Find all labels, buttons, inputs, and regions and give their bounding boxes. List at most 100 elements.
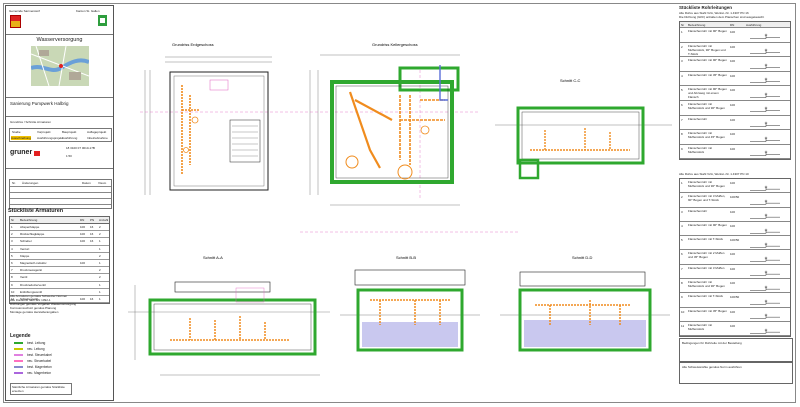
- table-cell: 100: [730, 146, 736, 151]
- pipe-sketch-icon: [746, 74, 786, 85]
- pipe-sketch-icon: [746, 118, 786, 129]
- table-cell: 100: [730, 223, 736, 228]
- table-cell: 1: [681, 30, 683, 34]
- pipe-sketch-icon: [746, 181, 786, 191]
- pipe-sketch-icon: [746, 252, 786, 262]
- table-cell: 4: [681, 223, 683, 228]
- table-cell: 100: [730, 209, 736, 214]
- legend-swatch: [14, 360, 23, 363]
- firm-logo-mark-icon: [34, 151, 40, 156]
- legend-swatch: [14, 342, 23, 345]
- pipe-parts-sub3: Alle Rohre aus Stahl V2A, Werkst.-Nr. 1.…: [679, 172, 749, 176]
- table-cell: Flanschenrohr mit 90° Bogen: [688, 222, 727, 227]
- pipe-sketch-icon: [746, 30, 786, 41]
- table-cell: Flanschenrohr mit T-Stück: [688, 237, 723, 242]
- section-lines: [140, 70, 520, 233]
- stage-table: Studie Vorprojekt Bauprojekt Auflageproj…: [9, 128, 112, 142]
- section-dd-title: Schnitt D-D: [572, 255, 593, 260]
- table-cell: 16: [90, 239, 94, 244]
- table-cell: Rückschlagklappe: [20, 232, 45, 237]
- table-cell: Flanschenrohr mit 3 Muffen: [688, 265, 725, 270]
- table-cell: Flanschenrohr mit Muffenstück und 45° Bo…: [688, 131, 725, 140]
- table-cell: 1: [11, 225, 13, 229]
- table-cell: 100: [730, 266, 736, 271]
- table-cell: 100: [80, 239, 86, 244]
- pipe-sketch-icon: [746, 59, 786, 70]
- firm-logo: gruner: [10, 149, 33, 156]
- table-cell: Flanschenrohr mit 90° Bogen und Abzweig …: [688, 87, 727, 100]
- section-aa: Schnitt A-A: [128, 255, 330, 356]
- table-cell: 3: [681, 59, 683, 64]
- table-cell: 100: [730, 59, 736, 64]
- table-cell: 100: [730, 281, 736, 286]
- pipe-sketch-icon: [746, 195, 786, 205]
- table-cell: 2: [681, 44, 683, 49]
- table-cell: 11: [11, 296, 15, 301]
- table-cell: Schiebeventil: [20, 296, 38, 301]
- pipe-sketch-icon: [746, 132, 786, 143]
- municipality-label: Gemeinde Sarmenstorf: [9, 9, 41, 13]
- table-cell: 2: [11, 232, 13, 237]
- table-cell: Druckmessgerät: [20, 268, 42, 273]
- table-cell: Entlüftungsventil: [20, 289, 43, 294]
- note-line: Dichtungen gemäss Vorgaben Wasserversorg…: [10, 302, 77, 306]
- table-cell: 6: [681, 102, 683, 107]
- legend-label: neu. Magerbeton: [27, 371, 52, 375]
- pipe-parts-panel: Stückliste Rohrleitungen Alle Rohre aus …: [679, 5, 793, 401]
- sheet-frame: [3, 3, 796, 403]
- table-cell: 16: [90, 225, 94, 229]
- table-cell: Klappe: [20, 253, 30, 258]
- table-cell: Ventil: [20, 275, 28, 280]
- table-cell: 100: [730, 309, 736, 314]
- legend-label: neu. Steuerkabel: [27, 359, 52, 363]
- legend-item: best. Magerbeton: [14, 365, 52, 369]
- pipe-parts-sub1: Alle Rohre aus Stahl V2A, Werkst.-Nr. 1.…: [679, 11, 749, 15]
- note-line: Alle Armaturen gemäss Schweizer Normen: [10, 294, 68, 298]
- note-line: Korrosionsschutz gemäss Planung: [10, 306, 57, 310]
- table-cell: 7: [681, 117, 683, 122]
- legend-item: neu. Magerbeton: [14, 371, 51, 375]
- table-cell: 7: [11, 268, 13, 273]
- section-dd: Schnitt D-D: [500, 255, 670, 352]
- section-cc-title: Schnitt C-C: [560, 78, 581, 83]
- table-cell: 100: [730, 323, 736, 328]
- plan-ground-floor: Grundriss Erdgeschoss: [169, 42, 269, 191]
- legend-item: best. Steuerkabel: [14, 353, 52, 357]
- table-cell: 100: [80, 225, 86, 229]
- armatures-title: Stückliste Armaturen: [8, 208, 64, 214]
- plan-title: Grundriss / Schnitte Armaturen: [10, 120, 52, 124]
- table-cell: Flanschenrohr: [688, 208, 708, 213]
- note-line: Montage gemäss Herstellerangaben: [10, 310, 59, 314]
- pipe-sketch-icon: [746, 310, 786, 320]
- subject-title: Wasserversorgung: [36, 37, 83, 43]
- pipe-sketch-icon: [746, 224, 786, 234]
- table-cell: Venturi: [20, 246, 30, 251]
- table-cell: 6: [681, 252, 683, 257]
- table-cell: 8: [681, 281, 683, 286]
- table-cell: 2: [99, 268, 101, 273]
- table-cell: 2: [99, 232, 101, 237]
- plan-ground-title: Grundriss Erdgeschoss: [172, 42, 214, 47]
- location-map: [30, 45, 90, 87]
- pipe-parts-sub2: Die Dichtung (GKF) anhalten dem Plansche…: [679, 15, 765, 19]
- pipe-parts-header-row: Nr Bezeichnung DN Ausführung: [680, 22, 790, 28]
